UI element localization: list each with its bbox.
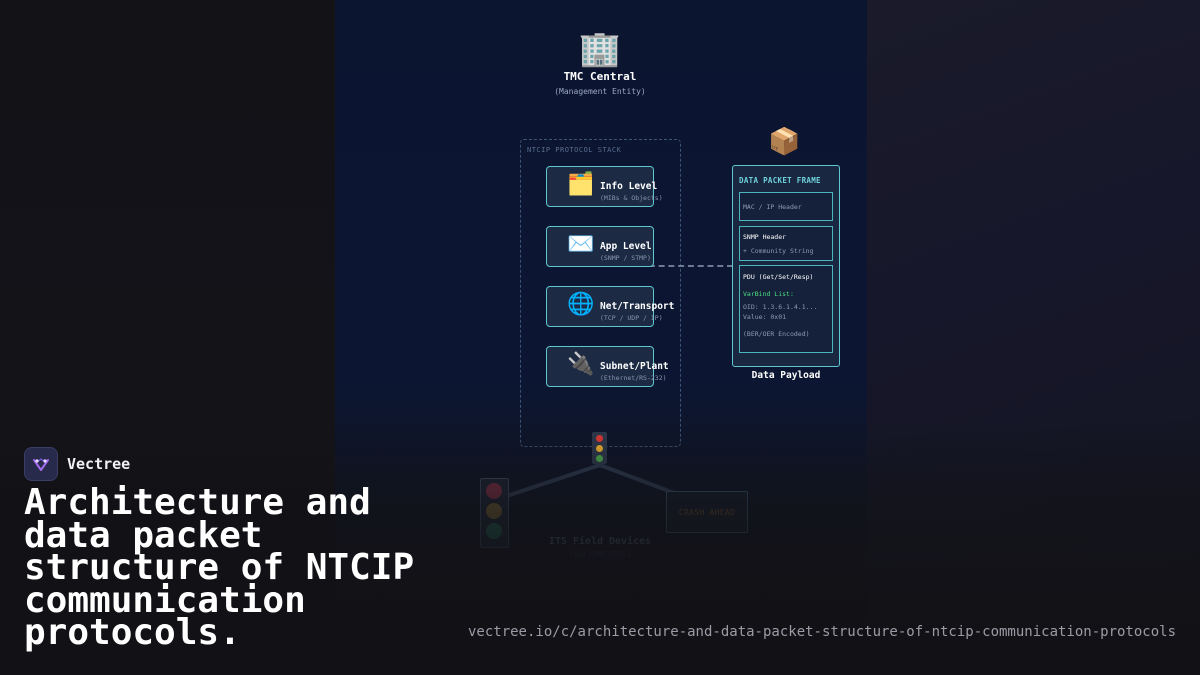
mac-ip-header-label: MAC / IP Header: [743, 203, 802, 211]
envelope-icon: ✉️: [567, 232, 595, 257]
vectree-logo-icon: [24, 447, 58, 481]
field-devices-sublabel: (ASC/DMS/ESS): [568, 550, 632, 559]
folder-icon: 🗂️: [567, 172, 595, 197]
layer-name: App Level: [600, 241, 652, 252]
mac-ip-header-segment: MAC / IP Header: [739, 192, 833, 221]
stack-to-packet-connector: [600, 265, 733, 267]
amber-lamp: [486, 503, 502, 519]
source-url[interactable]: vectree.io/c/architecture-and-data-packe…: [467, 624, 1176, 640]
layer-name: Subnet/Plant: [600, 361, 669, 372]
layer-net-transport: 🌐 Net/Transport (TCP / UDP / IP): [546, 286, 674, 327]
brand-name: Vectree: [67, 455, 131, 473]
building-icon: 🏢: [578, 29, 622, 69]
protocol-stack-label: NTCIP PROTOCOL STACK: [527, 146, 622, 154]
oid-label: OID: 1.3.6.1.4.1...: [743, 303, 818, 311]
layer-subtitle: (MIBs & Objects): [600, 194, 663, 202]
data-payload-label: Data Payload: [751, 370, 821, 381]
packet-title: DATA PACKET FRAME: [739, 176, 821, 185]
encoding-label: (BER/OER Encoded): [743, 330, 810, 338]
message-sign-device: CRASH AHEAD: [666, 491, 748, 533]
traffic-light-icon: [592, 432, 607, 464]
red-lamp: [486, 483, 502, 499]
data-packet-frame: DATA PACKET FRAME MAC / IP Header SNMP H…: [732, 165, 840, 367]
community-string-label: + Community String: [743, 247, 814, 255]
tmc-central-node: 🏢 TMC Central (Management Entity): [535, 30, 665, 96]
pdu-segment: PDU (Get/Set/Resp) VarBind List: OID: 1.…: [739, 265, 833, 353]
link-to-signal: [494, 463, 601, 502]
green-lamp: [486, 523, 502, 539]
snmp-header-segment: SNMP Header + Community String: [739, 226, 833, 261]
package-icon: 📦: [768, 127, 801, 157]
sign-message: CRASH AHEAD: [678, 508, 736, 517]
plug-icon: 🔌: [567, 352, 595, 377]
tmc-title: TMC Central: [563, 70, 637, 83]
varbind-label: VarBind List:: [743, 290, 794, 298]
layer-subnet-plant: 🔌 Subnet/Plant (Ethernet/RS-232): [546, 346, 669, 387]
layer-subtitle: (Ethernet/RS-232): [600, 374, 667, 382]
layer-subtitle: (TCP / UDP / IP): [600, 314, 663, 322]
red-lamp: [596, 435, 603, 442]
amber-lamp: [596, 445, 603, 452]
globe-icon: 🌐: [567, 292, 595, 317]
layer-name: Info Level: [600, 181, 658, 192]
tmc-subtitle: (Management Entity): [554, 87, 646, 96]
layer-subtitle: (SNMP / STMP): [600, 254, 651, 262]
snmp-header-label: SNMP Header: [743, 233, 787, 241]
traffic-signal-device: [480, 478, 509, 548]
pdu-title: PDU (Get/Set/Resp): [743, 273, 814, 281]
brand: Vectree: [24, 447, 130, 481]
value-label: Value: 0x01: [743, 313, 787, 321]
page-title: Architecture and data packet structure o…: [24, 482, 415, 653]
green-lamp: [596, 455, 603, 462]
field-devices-label: ITS Field Devices: [548, 536, 652, 547]
layer-info-level: 🗂️ Info Level (MIBs & Objects): [546, 166, 663, 207]
layer-name: Net/Transport: [600, 301, 675, 312]
layer-app-level: ✉️ App Level (SNMP / STMP): [546, 226, 654, 267]
